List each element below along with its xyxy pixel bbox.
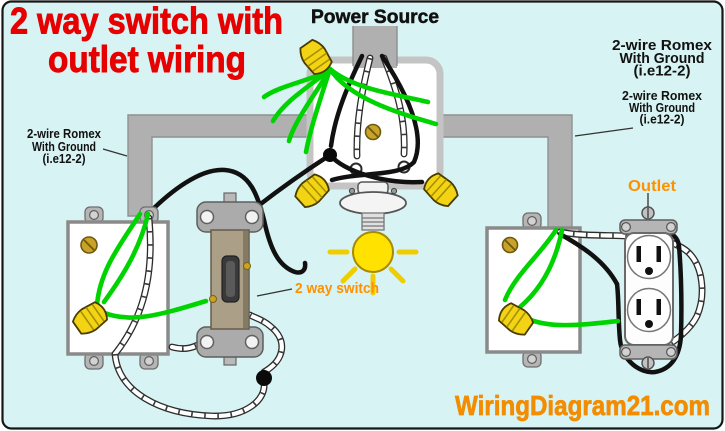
svg-text:2 way switch: 2 way switch <box>295 280 379 297</box>
svg-text:Power Source: Power Source <box>311 6 439 28</box>
svg-text:(i.e12-2): (i.e12-2) <box>634 63 691 80</box>
svg-text:2-wire Romex: 2-wire Romex <box>27 127 101 141</box>
svg-text:(i.e12-2): (i.e12-2) <box>640 113 685 127</box>
svg-text:2-wire Romex: 2-wire Romex <box>622 89 702 103</box>
svg-text:Outlet: Outlet <box>628 178 677 195</box>
svg-text:outlet wiring: outlet wiring <box>48 39 246 80</box>
svg-text:(i.e12-2): (i.e12-2) <box>43 152 86 166</box>
svg-text:With Ground: With Ground <box>32 140 96 154</box>
svg-text:With Ground: With Ground <box>620 50 705 67</box>
svg-text:2-wire Romex: 2-wire Romex <box>612 37 713 54</box>
svg-text:WiringDiagram21.com: WiringDiagram21.com <box>455 390 710 421</box>
svg-text:With Ground: With Ground <box>629 101 695 115</box>
svg-text:2 way switch with: 2 way switch with <box>10 1 283 42</box>
